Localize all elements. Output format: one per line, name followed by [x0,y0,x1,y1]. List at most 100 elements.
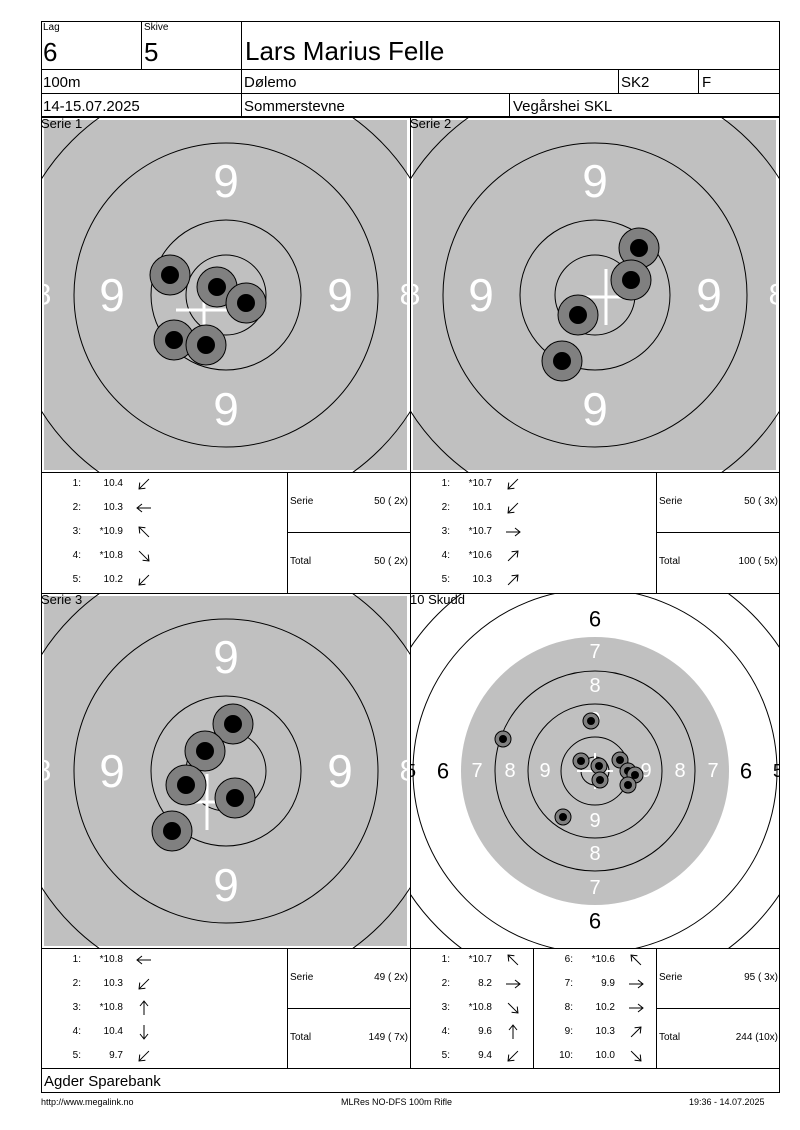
distance-cell: 100m [41,70,242,94]
ring-number-9-left: 9 [99,745,125,797]
shot-core [237,294,255,312]
shot-value: 9.7 [109,1050,123,1061]
shot-number: 1: [441,954,450,965]
shot-number: 3: [72,526,81,537]
summary-row-divider [287,1008,410,1009]
ring-6 [412,593,778,948]
shot-value: 9.4 [478,1050,492,1061]
shot-value: 10.0 [595,1050,615,1061]
shot-core [224,715,242,733]
shot-number: 1: [72,478,81,489]
direction-arrow-icon [134,570,154,590]
shot-core [595,762,603,770]
shot-value: *10.8 [468,1002,492,1013]
shot-number: 8: [564,1002,573,1013]
event: Sommerstevne [244,98,345,115]
shot-value: 10.2 [595,1002,615,1013]
direction-arrow-icon [503,998,523,1018]
shot-value: 10.4 [103,478,123,489]
ring-number-7-right: 7 [707,760,718,782]
direction-arrow-icon [503,1046,523,1066]
serie-value: 50 ( 3x) [744,496,778,507]
serie-value: 95 ( 3x) [744,972,778,983]
direction-arrow-icon [626,1022,646,1042]
serie-label: Serie [290,496,314,507]
ring-9 [527,703,663,839]
shot-row: 2:10.3 [41,972,287,996]
shot-core [499,735,507,743]
shot-row: 3:*10.9 [41,520,287,544]
shot-row: 2:8.2 [410,972,533,996]
serie-value: 50 ( 2x) [374,496,408,507]
serie-value: 49 ( 2x) [374,972,408,983]
shot-row: 3: *10.8 [41,996,287,1020]
shot-row: 2:10.3 [41,496,287,520]
shot-row: 5:10.2 [41,568,287,592]
shot-core [569,306,587,324]
ring-number-6-left: 6 [437,759,449,784]
shot-number: 3: [72,1002,81,1013]
direction-arrow-icon [503,498,523,518]
shot-number: 5: [441,574,450,585]
shot-core [587,717,595,725]
ring-number-9-right: 9 [696,269,722,321]
score-divider-2 [41,948,780,949]
ring-number-5-left: 5 [410,761,416,781]
shot-core [596,776,604,784]
shot-value: 10.3 [595,1026,615,1037]
shot-core [196,742,214,760]
skive-value: 5 [144,37,159,67]
direction-arrow-icon [134,522,154,542]
shot-core [163,822,181,840]
score-divider-1 [41,472,780,473]
shot-core [165,331,183,349]
shot-core [559,813,567,821]
ring-number-7-bottom: 7 [589,877,600,899]
event-cell: Sommerstevne [242,94,510,117]
ring-number-8-bottom: 8 [589,843,600,865]
direction-arrow-icon [626,950,646,970]
class: SK2 [621,74,650,91]
shot-core [631,771,639,779]
shot-core [208,278,226,296]
shot-value: 10.2 [103,574,123,585]
ring-number-9-right: 9 [327,745,353,797]
ring-number-9-left: 9 [99,269,125,321]
target-background [413,120,776,470]
shot-row: 9:10.3 [533,1020,656,1044]
shot-number: 2: [72,978,81,989]
ring-9 [442,142,748,448]
total-label: Total [659,556,681,567]
shot-number: 3: [441,1002,450,1013]
shot-row: 5:10.3 [410,568,656,592]
shot-core [577,757,585,765]
direction-arrow-icon [626,974,646,994]
date-cell: 14-15.07.2025 [41,94,242,117]
footer-timestamp: 19:36 - 14.07.2025 [689,1097,765,1107]
serie-label: Serie [659,496,683,507]
direction-arrow-icon [134,474,154,494]
shot-value: *10.8 [99,1002,123,1013]
footer-url[interactable]: http://www.megalink.no [41,1097,134,1107]
shot-value: *10.6 [468,550,492,561]
direction-arrow-icon [134,950,154,970]
shot-value: 10.1 [472,502,492,513]
ring-number-6-top: 6 [589,607,601,632]
location-cell: Dølemo [242,70,619,94]
shot-value: 8.2 [478,978,492,989]
direction-arrow-icon [134,1046,154,1066]
direction-arrow-icon [134,546,154,566]
direction-arrow-icon [503,522,523,542]
shot-value: 9.6 [478,1026,492,1037]
class-extra: F [702,74,712,91]
direction-arrow-icon [503,1022,523,1042]
shot-number: 6: [564,954,573,965]
ring-10 [519,219,671,371]
shot-row: 10:10.0 [533,1044,656,1068]
total-value: 100 ( 5x) [738,556,778,567]
ring-number-6-right: 6 [740,759,752,784]
ring-number-9-left: 9 [468,269,494,321]
